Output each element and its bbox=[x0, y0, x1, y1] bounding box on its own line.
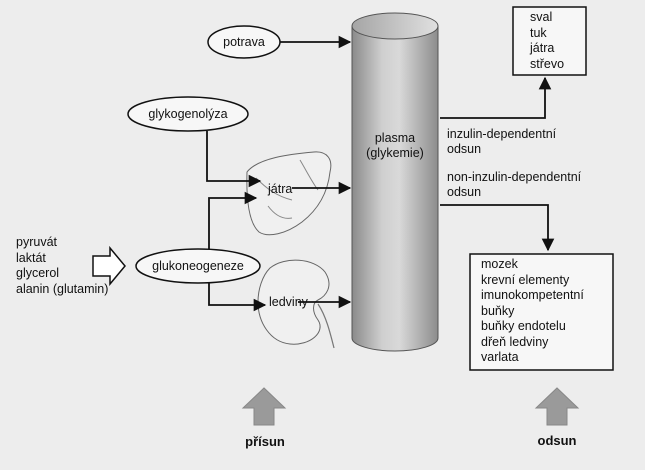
arrow-insulin-dependent bbox=[440, 76, 552, 119]
non-insulin-dependent-label-line2: odsun bbox=[447, 185, 482, 199]
insulin-target-item: tuk bbox=[530, 25, 547, 40]
precursor-list: pyruvát laktát glycerol alanin (glutamin… bbox=[16, 235, 108, 297]
insulin-dependent-label-line1: inzulin-dependentní bbox=[447, 127, 557, 141]
insulin-targets-box bbox=[512, 6, 587, 76]
insulin-target-item: játra bbox=[530, 41, 555, 55]
plasma-label: plasma (glykemie) bbox=[352, 131, 438, 161]
glukoneogeneze-ellipse bbox=[135, 248, 261, 284]
insulin-dependent-label-line2: odsun bbox=[447, 142, 482, 156]
non-insulin-targets-list: mozek krevní elementy imunokompetentní b… bbox=[481, 257, 584, 366]
plasma-label-line2: (glykemie) bbox=[366, 146, 424, 160]
insulin-target-item: sval bbox=[530, 10, 553, 24]
potrava-label: potrava bbox=[223, 35, 265, 49]
jatra-label: játra bbox=[268, 182, 293, 196]
odsun-label: odsun bbox=[537, 433, 577, 448]
non-insulin-targets-box bbox=[469, 253, 614, 371]
precursor-item: alanin (glutamin) bbox=[16, 281, 109, 296]
kidney-icon bbox=[257, 259, 335, 349]
insulin-targets-list: sval tuk játra střevo bbox=[530, 10, 564, 72]
arrow-non-insulin-dependent bbox=[440, 204, 555, 252]
glykogenolyza-label: glykogenolýza bbox=[148, 107, 228, 121]
precursor-hollow-arrow bbox=[92, 245, 126, 287]
glykogenolyza-ellipse bbox=[127, 96, 249, 132]
non-insulin-target-item: buňky bbox=[481, 303, 515, 318]
non-insulin-target-item: varlata bbox=[481, 350, 519, 364]
precursor-item: laktát bbox=[16, 250, 46, 265]
plasma-label-line1: plasma bbox=[374, 131, 416, 145]
precursor-item: pyruvát bbox=[16, 235, 57, 249]
non-insulin-target-item: dřeň ledviny bbox=[481, 334, 549, 349]
non-insulin-target-item: buňky endotelu bbox=[481, 319, 566, 333]
insulin-target-item: střevo bbox=[530, 56, 565, 71]
glukoneogeneze-label: glukoneogeneze bbox=[152, 259, 244, 273]
arrow-glukoneogeneze-to-ledviny bbox=[208, 283, 267, 312]
arrow-glykogenolyza-to-jatra bbox=[206, 131, 262, 188]
connector-arrows bbox=[206, 35, 555, 312]
arrow-glukoneogeneze-to-jatra bbox=[208, 191, 258, 249]
plasma-cylinder bbox=[351, 12, 439, 352]
prisun-label: přísun bbox=[245, 434, 285, 449]
prisun-block-arrow bbox=[241, 387, 287, 426]
non-insulin-target-item: krevní elementy bbox=[481, 272, 570, 287]
non-insulin-dependent-label-line1: non-inzulin-dependentní bbox=[447, 170, 582, 184]
insulin-dependent-label: inzulin-dependentní odsun bbox=[447, 127, 556, 157]
non-insulin-target-item: imunokompetentní bbox=[481, 288, 584, 302]
ledviny-label: ledviny bbox=[269, 295, 308, 309]
non-insulin-target-item: mozek bbox=[481, 257, 518, 271]
precursor-item: glycerol bbox=[16, 266, 60, 280]
non-insulin-dependent-label: non-inzulin-dependentní odsun bbox=[447, 170, 581, 200]
odsun-block-arrow bbox=[534, 387, 580, 426]
